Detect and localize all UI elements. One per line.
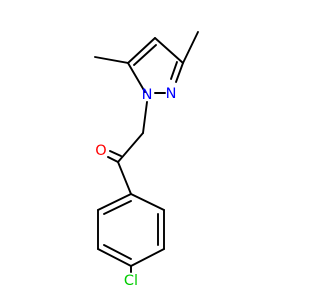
bond-c3-methyl xyxy=(182,31,199,64)
atom-nitrogen-n1: N xyxy=(142,87,153,103)
bond-c3-n2-inner xyxy=(170,61,178,80)
atom-nitrogen-n2: N xyxy=(166,86,177,102)
bond-ar1-ar2 xyxy=(130,193,165,211)
bond-ar6-ar1 xyxy=(97,193,132,211)
bond-ar4-ar5-inner xyxy=(103,244,132,260)
bond-carbonyl-o-second xyxy=(109,150,122,157)
bond-n1-c5 xyxy=(127,62,146,93)
bond-carbonyl-o xyxy=(107,156,119,163)
bond-c4-c3 xyxy=(154,37,184,64)
molecule-drawing: O N N Cl xyxy=(94,31,199,289)
bond-c5-c4 xyxy=(127,37,156,64)
bond-c3-n2 xyxy=(175,62,184,83)
bond-ch2-carbonyl xyxy=(117,132,144,163)
bond-c5-c4-inner xyxy=(133,44,157,66)
structure-diagram: O N N Cl xyxy=(94,31,199,289)
bond-n1-ch2 xyxy=(142,101,148,134)
atom-chlorine: Cl xyxy=(124,273,138,289)
bond-ar6-ar1-inner xyxy=(103,200,132,215)
atom-oxygen: O xyxy=(95,143,106,159)
bond-ar3-ar4 xyxy=(130,248,165,267)
bond-ar4-ar5 xyxy=(97,248,132,267)
bond-carbonyl-ring xyxy=(117,161,132,195)
bond-c5-methyl xyxy=(94,56,129,64)
